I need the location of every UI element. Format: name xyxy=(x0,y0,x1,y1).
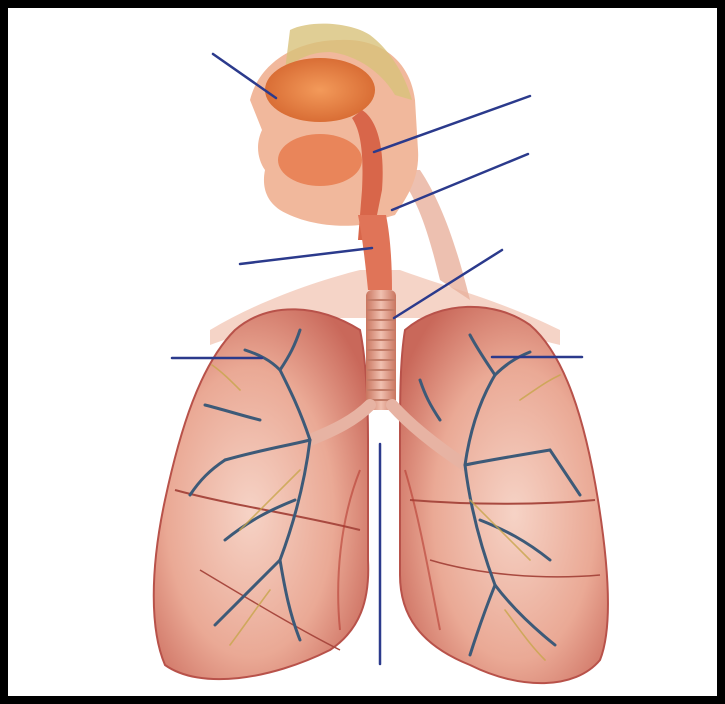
oral-cavity-icon xyxy=(278,134,362,186)
leader-line-larynx xyxy=(240,248,372,264)
right-lung-icon xyxy=(400,307,608,683)
nasal-cavity-icon xyxy=(265,58,375,122)
left-lung-icon xyxy=(154,309,368,679)
